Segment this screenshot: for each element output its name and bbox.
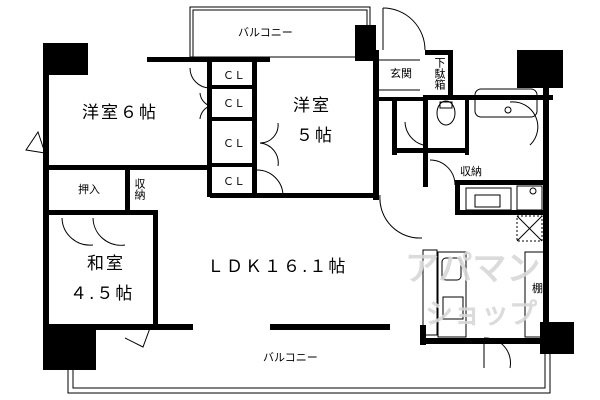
closet-3-label: ＣＬ: [223, 137, 245, 150]
balcony-bottom-label: バルコニー: [263, 351, 318, 364]
western-room-6-label: 洋室６帖: [82, 103, 158, 123]
ldk-label: ＬＤＫ１６.１帖: [207, 257, 348, 277]
watermark-line1: アパマン: [405, 249, 541, 289]
shuno-small-label: 収納: [133, 178, 146, 200]
western-room-5-label-line2: ５帖: [296, 126, 334, 146]
oshiire-label: 押入: [78, 183, 100, 196]
watermark-line2: ショップ: [425, 297, 538, 330]
closet-2-label: ＣＬ: [223, 97, 245, 110]
genkan-label: 玄関: [390, 67, 412, 80]
walls: [43, 25, 574, 370]
western-room-5-label-line1: 洋室: [293, 96, 331, 116]
japanese-room-label-line1: 和室: [87, 254, 125, 274]
closet-1-label: ＣＬ: [223, 69, 245, 82]
shuno-wash-label: 収納: [460, 165, 482, 178]
getabako-label: 下駄箱: [433, 57, 446, 90]
closet-4-label: ＣＬ: [223, 175, 245, 188]
tana-label: 棚: [532, 282, 543, 295]
bottom-balcony: [67, 340, 551, 394]
balcony-top-label: バルコニー: [238, 26, 293, 39]
fixtures: [356, 32, 548, 338]
doors: [25, 7, 539, 369]
japanese-room-label-line2: ４.５帖: [70, 284, 135, 304]
